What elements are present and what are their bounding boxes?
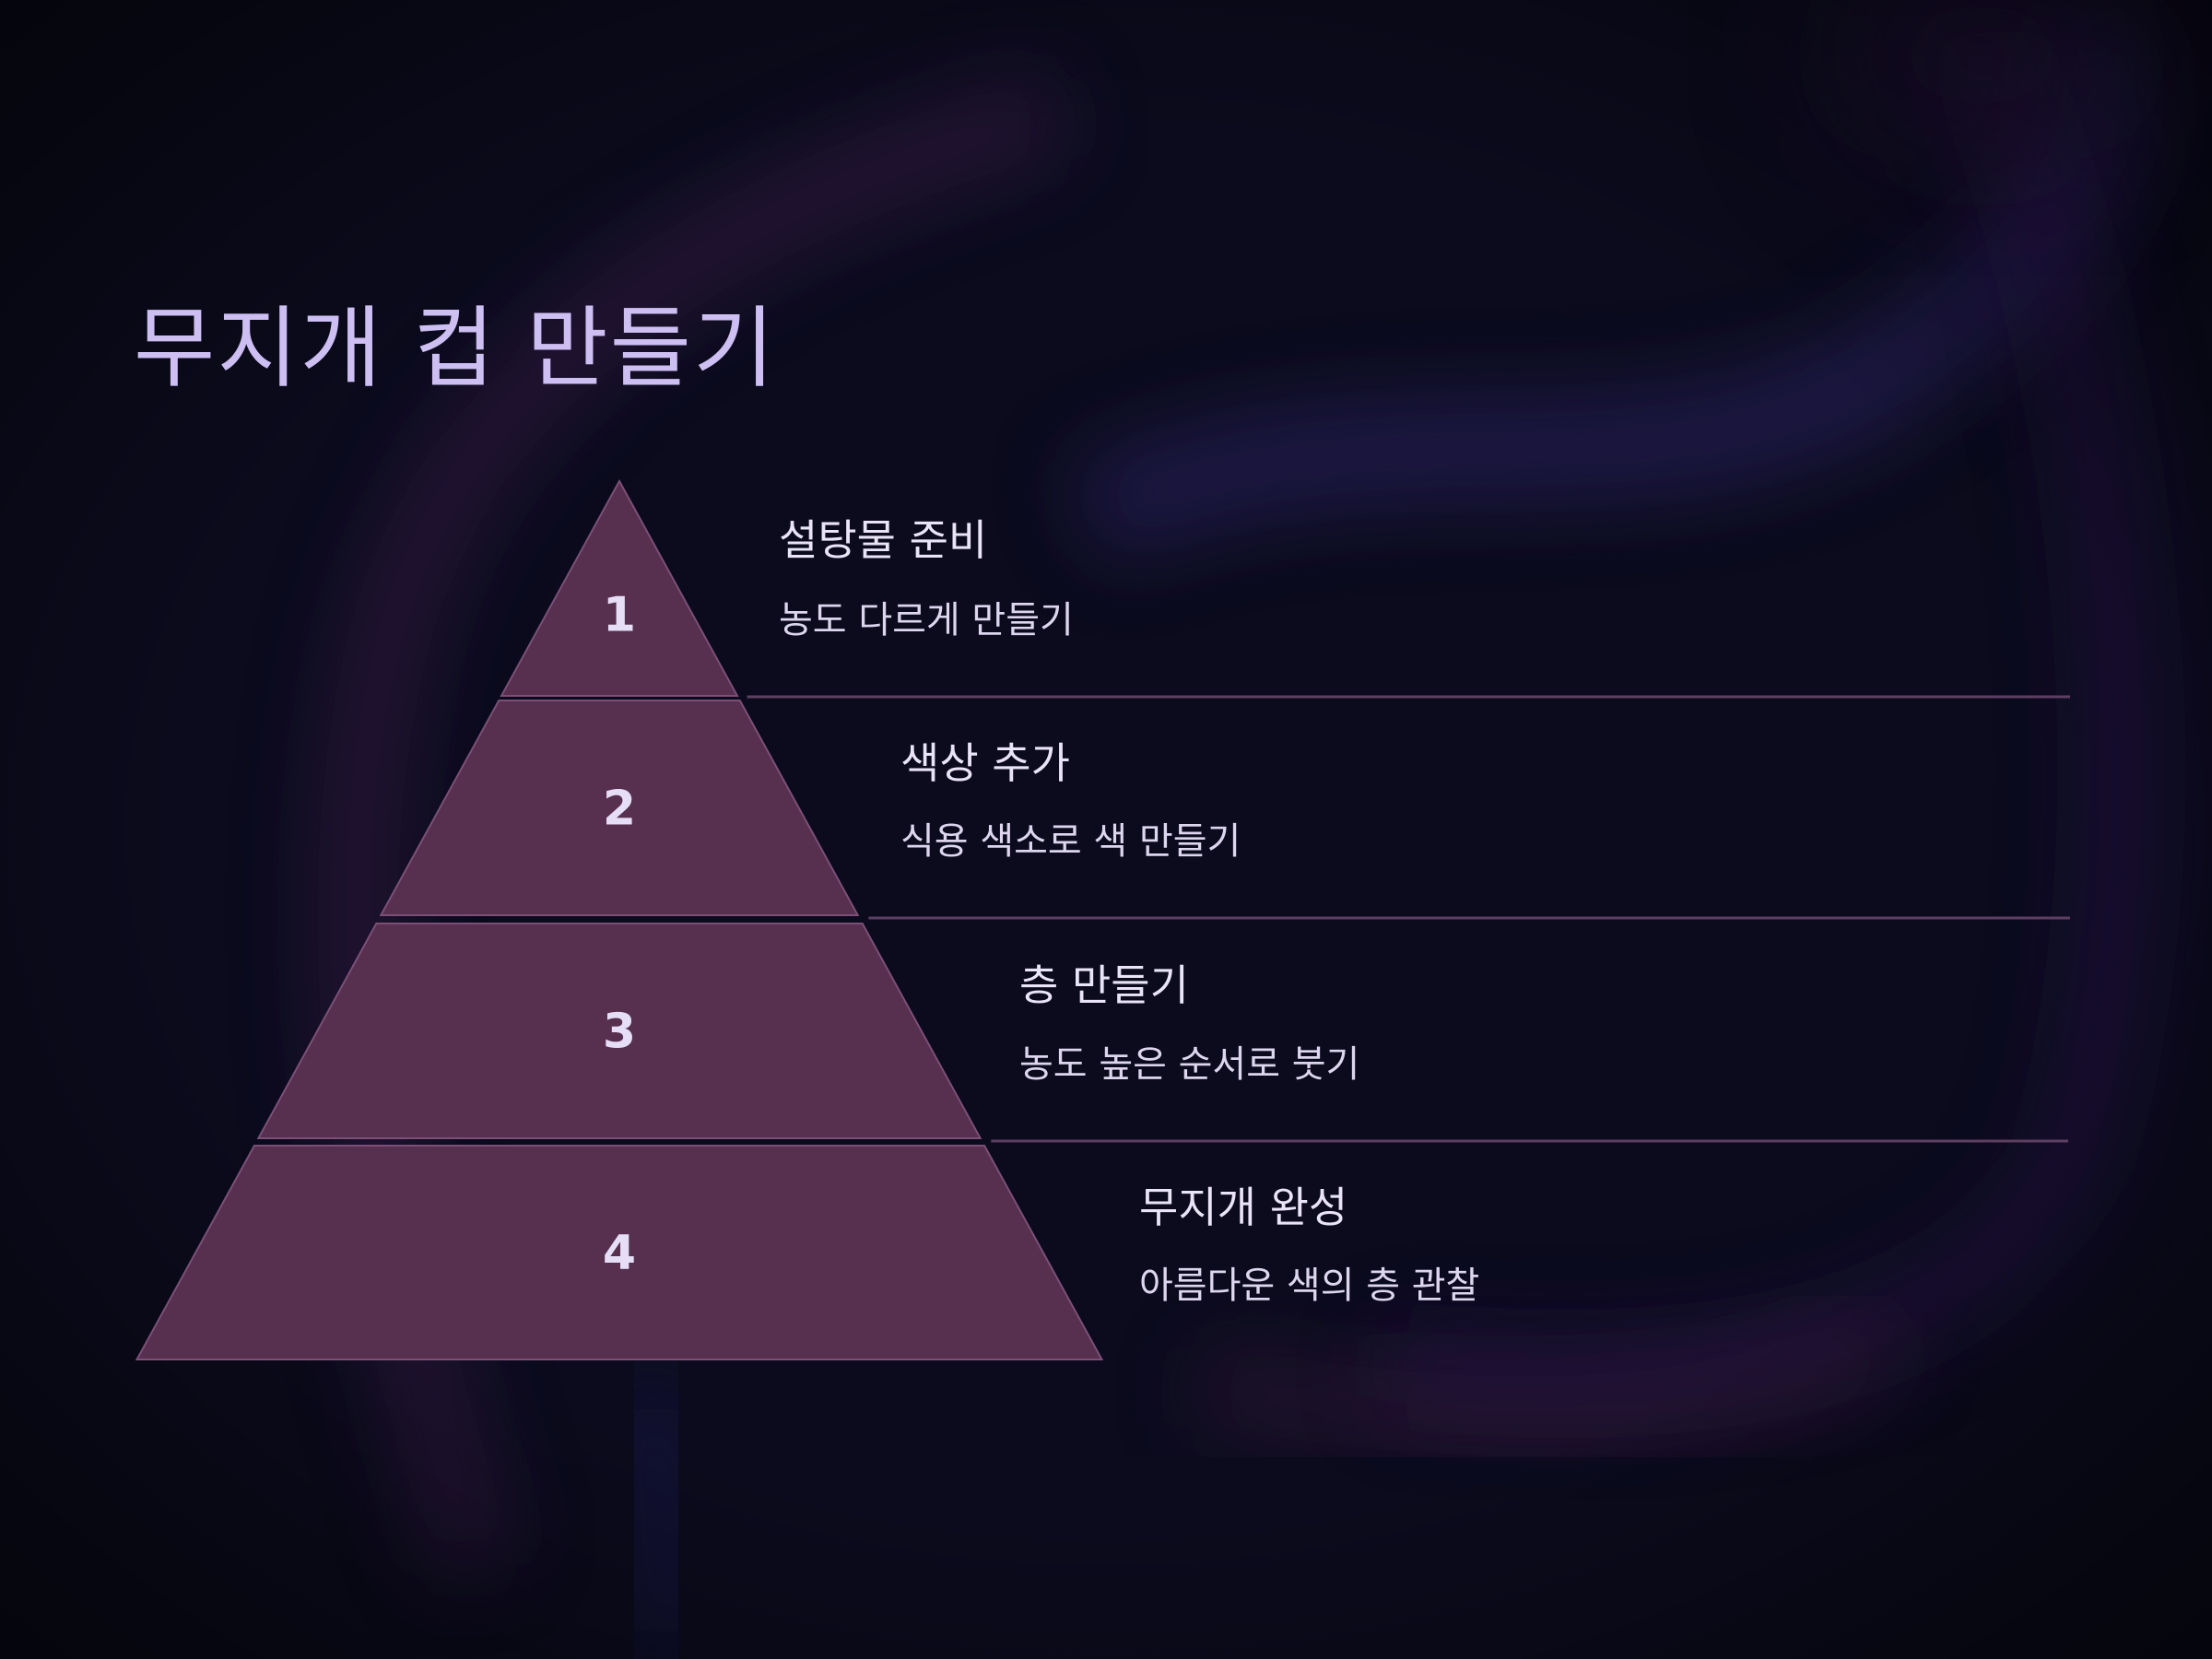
pyramid-level-2 xyxy=(379,700,860,916)
step-2-description: 식용 색소로 색 만들기 xyxy=(900,820,1241,863)
step-4-title: 무지개 완성 xyxy=(1139,1182,1348,1232)
pyramid-level-1 xyxy=(500,478,739,697)
level-1-number: 1 xyxy=(603,587,636,642)
level-4-number: 4 xyxy=(603,1226,636,1281)
step-2-title: 색상 추가 xyxy=(900,738,1070,788)
slide-title: 무지개 컵 만들기 xyxy=(134,297,777,400)
level-2-number: 2 xyxy=(603,782,636,837)
pyramid-level-4 xyxy=(135,1145,1104,1360)
step-3-description: 농도 높은 순서로 붓기 xyxy=(1019,1043,1360,1086)
step-1-title: 설탕물 준비 xyxy=(779,515,988,565)
level-3-number: 3 xyxy=(603,1005,636,1060)
step-4-description: 아름다운 색의 층 관찰 xyxy=(1139,1265,1480,1307)
step-1-description: 농도 다르게 만들기 xyxy=(779,599,1074,641)
step-3-title: 층 만들기 xyxy=(1019,960,1189,1010)
pyramid-level-3 xyxy=(256,923,982,1139)
